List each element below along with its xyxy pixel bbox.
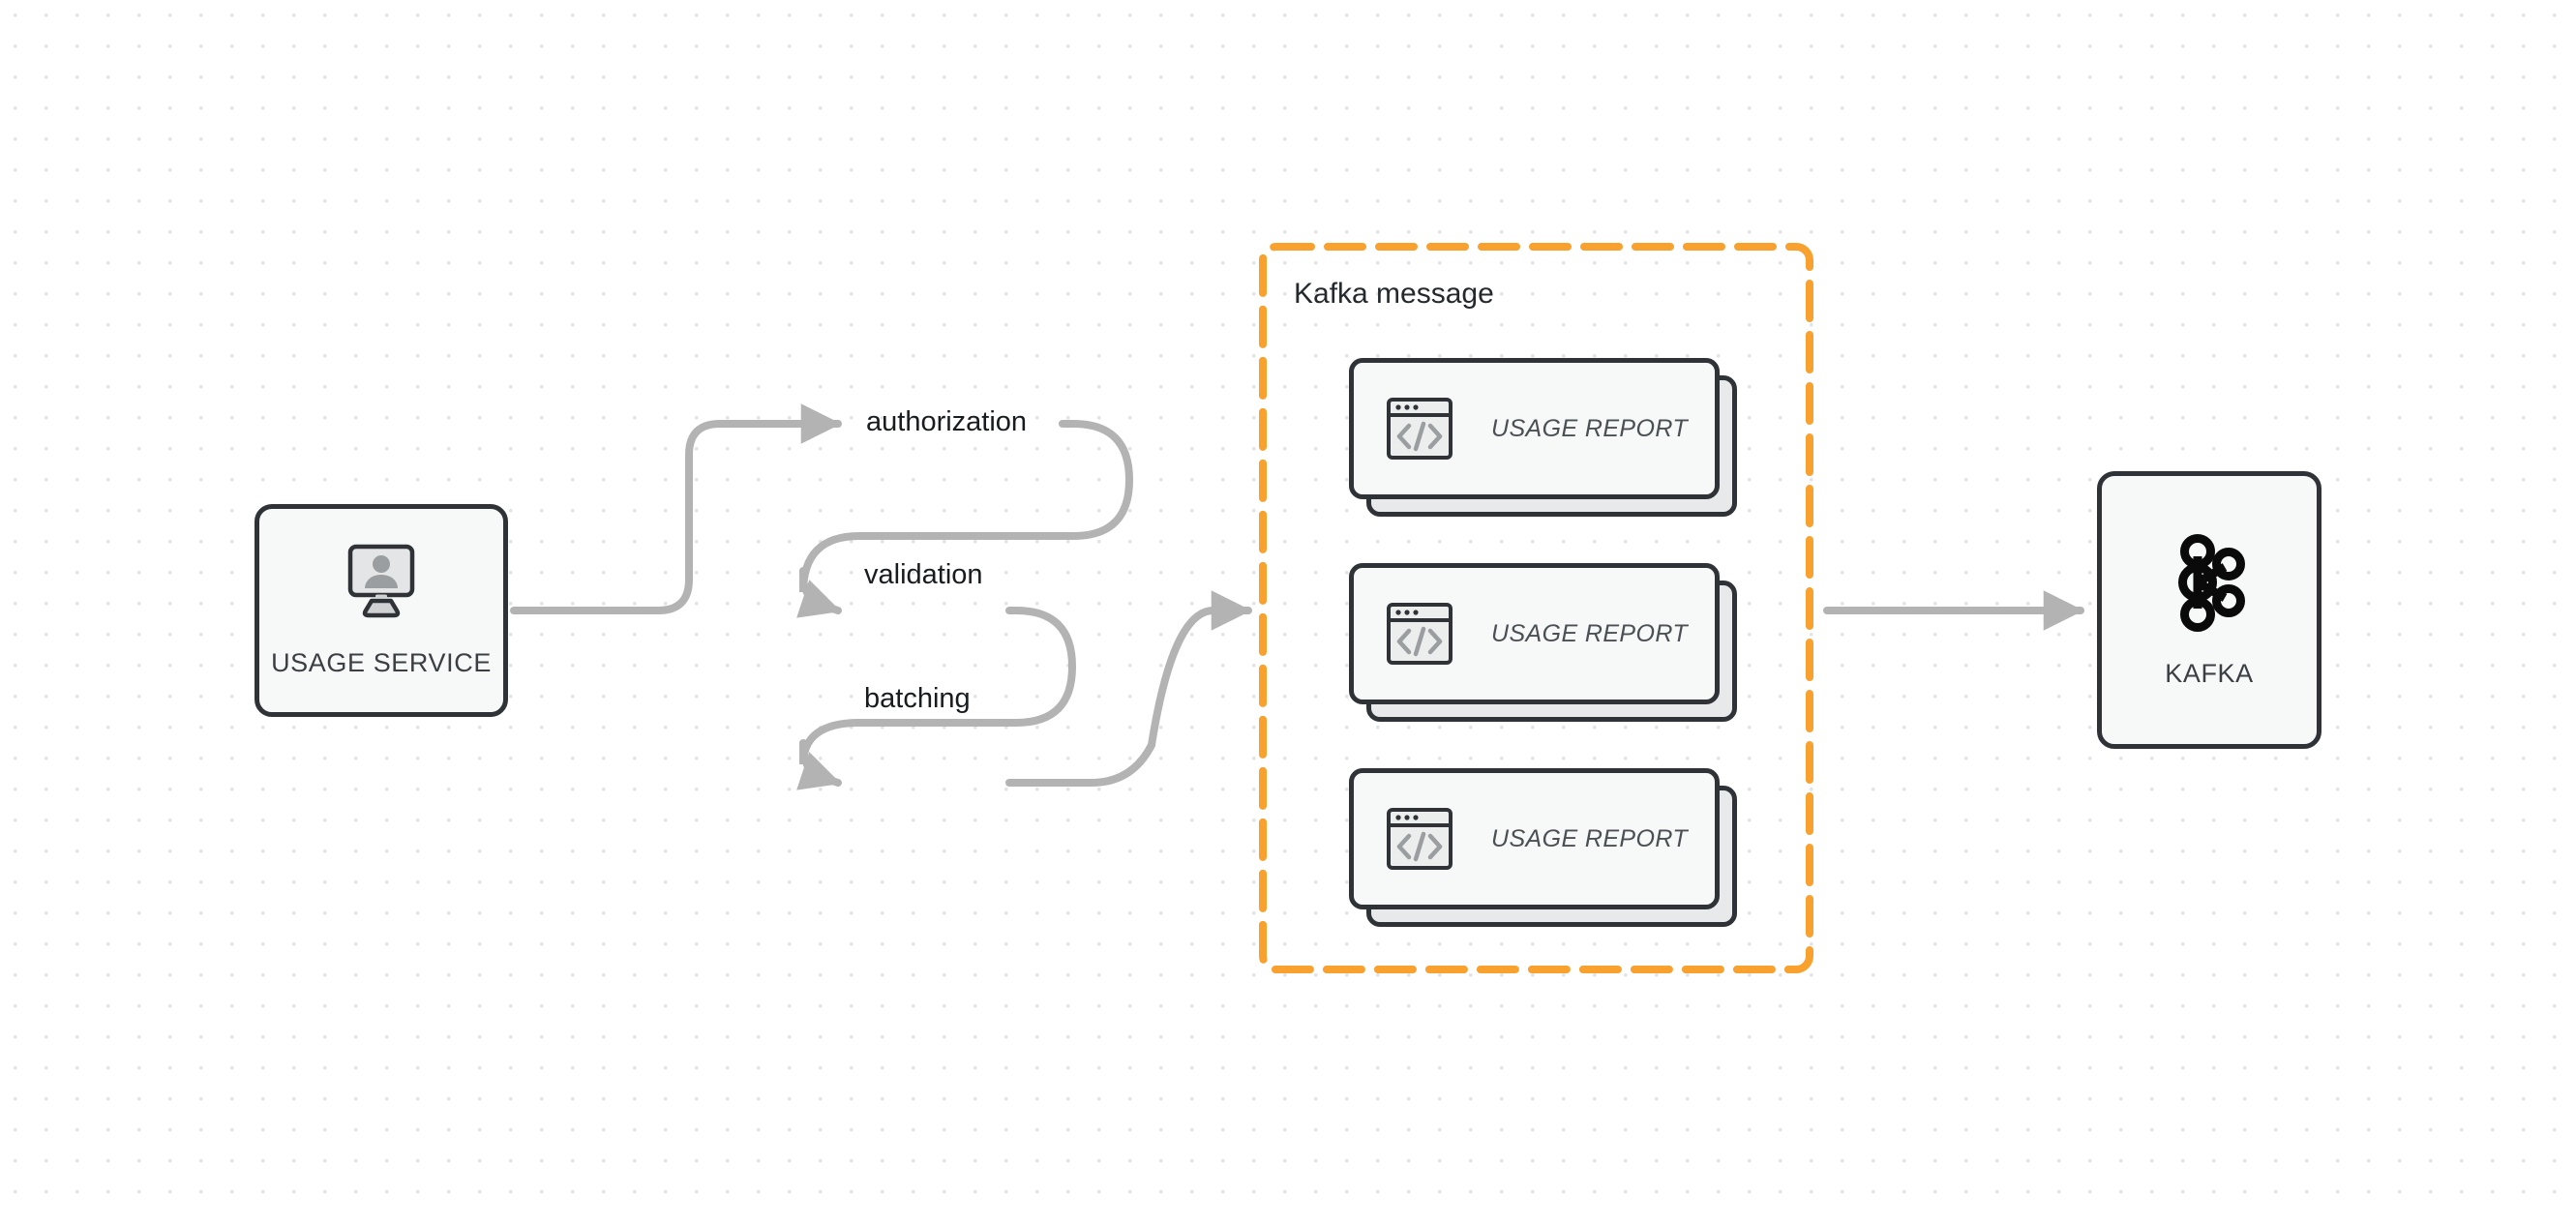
usage-report-label: USAGE REPORT <box>1491 619 1688 647</box>
edge-batching-to-kafka-message <box>1005 590 1252 787</box>
usage-report-label: USAGE REPORT <box>1491 414 1688 442</box>
edge-into-validation-arrow <box>796 567 842 618</box>
code-window-icon <box>1385 599 1454 669</box>
code-window-icon <box>1385 394 1454 463</box>
group-kafka-message[interactable]: Kafka message USAGE REP <box>1259 243 1813 973</box>
usage-report-card[interactable]: USAGE REPORT <box>1349 563 1737 722</box>
step-label-batching: batching <box>864 683 971 714</box>
monitor-user-icon <box>333 543 430 635</box>
step-label-validation: validation <box>864 559 983 590</box>
edge-usage-service-to-authorization <box>510 403 842 614</box>
usage-report-label: USAGE REPORT <box>1491 824 1688 852</box>
edge-into-batching-arrow <box>796 739 842 790</box>
kafka-logo-icon <box>2170 532 2249 638</box>
node-usage-service-label: USAGE SERVICE <box>271 648 492 677</box>
step-label-authorization: authorization <box>866 406 1028 437</box>
group-kafka-message-title: Kafka message <box>1294 278 1494 310</box>
node-kafka[interactable]: KAFKA <box>2097 471 2321 749</box>
usage-report-card[interactable]: USAGE REPORT <box>1349 358 1737 517</box>
usage-report-card[interactable]: USAGE REPORT <box>1349 768 1737 927</box>
node-usage-service[interactable]: USAGE SERVICE <box>255 504 508 717</box>
code-window-icon <box>1385 804 1454 874</box>
node-kafka-label: KAFKA <box>2165 658 2254 688</box>
